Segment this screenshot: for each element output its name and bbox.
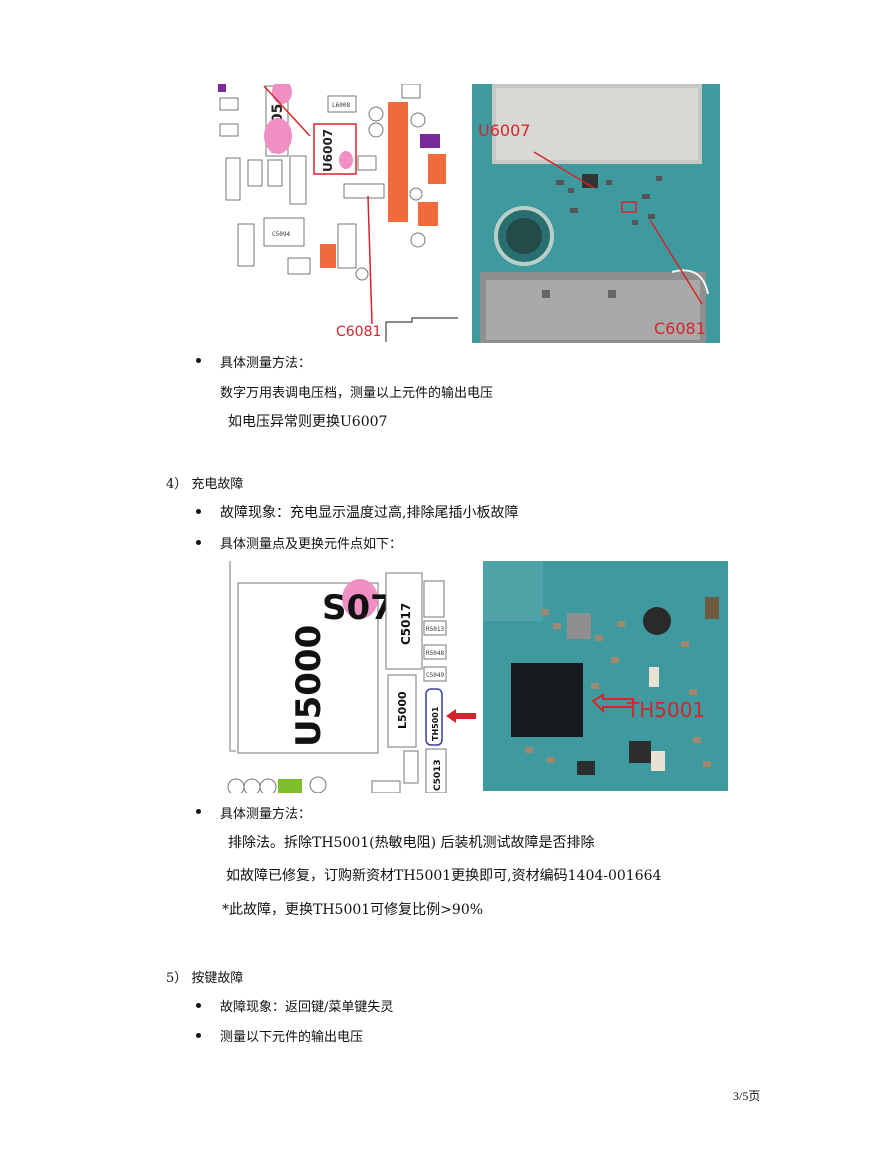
c5094-label: C5094 [272,231,290,238]
l5000-label: L5000 [396,691,409,729]
measure-line1: 数字万用表调电压档，测量以上元件的输出电压 [220,386,494,401]
figure2-photo: TH5001 [483,561,728,791]
arrow-icon [446,709,476,723]
bullet [196,358,201,363]
repair-ratio-line: *此故障，更换TH5001可修复比例>90% [222,902,484,918]
th5001-label: TH5001 [431,706,440,741]
r5048-label: R5048 [426,650,444,657]
method-label-2: 具体测量方法： [220,807,312,822]
key-symptom-line: 故障现象：返回键/菜单键失灵 [220,1000,394,1015]
bullet [196,540,201,545]
c5049-label: C5049 [426,672,444,679]
c5013-label: C5013 [433,759,443,791]
measure-points-line: 具体测量点及更换元件点如下： [220,537,403,552]
bullet [196,1033,201,1038]
figure1-schematic: U6005 U6007 L6008 C5094 C6081 [216,84,458,342]
s07-label: S07 [322,588,394,628]
symptom-line: 故障现象：充电显示温度过高,排除尾插小板故障 [220,505,519,521]
figure1-photo: U6007 C6081 [472,84,720,343]
bullet [196,1003,201,1008]
u5000-label: U5000 [289,625,329,747]
section5-heading: 5） 按键故障 [166,971,244,986]
r5013-label: R5013 [426,626,444,633]
c5017-label: C5017 [399,603,413,645]
figure2-schematic: U5000 S07 C5017 L5000 R5013 R5048 C5049 … [226,561,452,793]
key-measure-line: 测量以下元件的输出电压 [220,1030,364,1045]
c6081-label: C6081 [336,324,381,340]
reorder-line: 如故障已修复，订购新资材TH5001更换即可,资材编码1404-001664 [226,868,662,884]
photo-c6081-label: C6081 [654,319,706,338]
u6007-label: U6007 [321,129,335,172]
photo-u6007-label: U6007 [478,121,530,140]
measure-line2: 如电压异常则更换U6007 [228,414,388,430]
page-number: 3/5页 [733,1089,761,1103]
bullet [196,509,201,514]
exclusion-line: 排除法。拆除TH5001(热敏电阻) 后装机测试故障是否排除 [228,835,595,851]
method-label: 具体测量方法： [220,356,312,371]
photo-th5001-label: TH5001 [626,698,705,722]
bullet [196,809,201,814]
l6008-label: L6008 [332,102,350,109]
section4-heading: 4） 充电故障 [166,477,244,492]
